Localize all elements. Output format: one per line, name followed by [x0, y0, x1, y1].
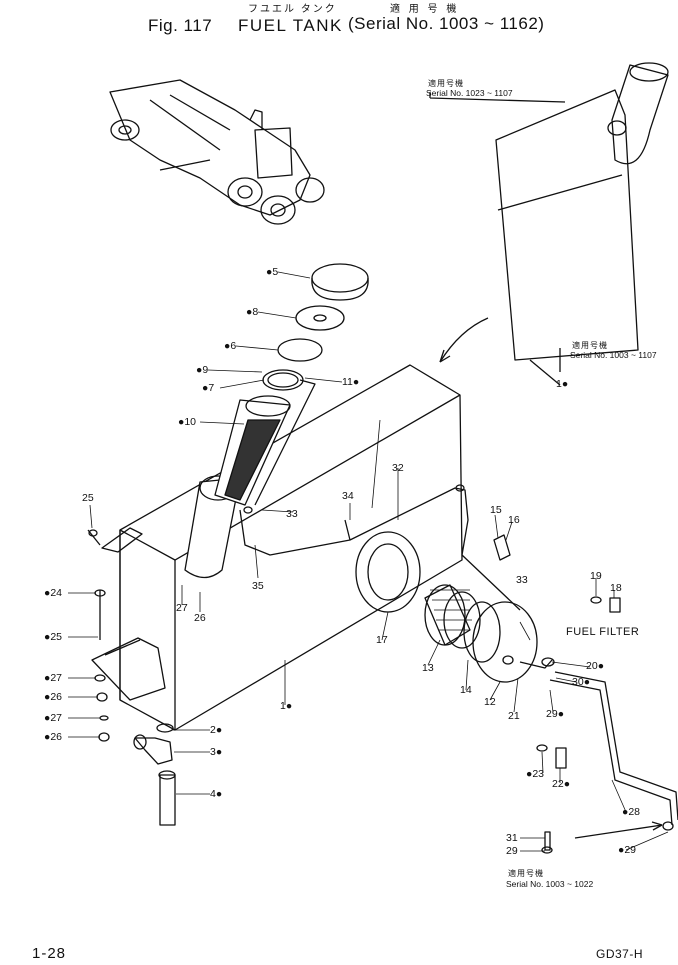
- inset-arrow: [439, 317, 489, 363]
- fuel-line-lower: [549, 671, 678, 839]
- callout-33-left: 33: [286, 508, 298, 520]
- callout-24: ●24: [44, 587, 63, 599]
- callout-9: ●9: [196, 364, 209, 376]
- callout-27-upper: 27: [176, 602, 188, 614]
- callout-4: 4●: [210, 788, 223, 800]
- callout-22: 22●: [552, 778, 571, 790]
- callout-10: ●10: [178, 416, 197, 428]
- note-jp-1: 適用号機: [428, 79, 464, 88]
- callout-26-mid: ●26: [44, 691, 63, 703]
- note-serial-1: Serial No. 1023 ~ 1107: [426, 88, 513, 98]
- callout-33-right: 33: [516, 574, 528, 586]
- callout-27-mid: ●27: [44, 672, 63, 684]
- callout-30: 30●: [572, 676, 591, 688]
- title-kana: フユエル タンク: [248, 4, 337, 15]
- note-jp-3: 適用号機: [508, 869, 544, 878]
- callout-7: ●7: [202, 382, 215, 394]
- callout-19: 19: [590, 570, 602, 582]
- filler-strainer: [214, 379, 316, 506]
- callout-29-low: 29: [506, 845, 518, 857]
- figure-number: Fig. 117: [148, 16, 213, 35]
- callout-34: 34: [342, 490, 354, 502]
- inset-tank-panel: [429, 62, 669, 386]
- callout-11: 11●: [342, 376, 360, 388]
- leader-lines: [68, 271, 669, 852]
- callout-29-end: ●29: [618, 844, 637, 856]
- callout-26-low: ●26: [44, 731, 63, 743]
- callout-23: ●23: [526, 768, 545, 780]
- callout-20: 20●: [586, 660, 605, 672]
- callout-26-upper: 26: [194, 612, 206, 624]
- callout-25-top: 25: [82, 492, 94, 504]
- filler-caps: [262, 263, 369, 391]
- note-serial-2: Serial No. 1003 ~ 1107: [570, 350, 657, 360]
- callout-25-side: ●25: [44, 631, 63, 643]
- callout-31: 31: [506, 832, 518, 844]
- note-serial-3: Serial No. 1003 ~ 1022: [506, 879, 594, 889]
- callout-13: 13: [422, 662, 434, 674]
- note-jp-2: 適用号機: [572, 341, 608, 350]
- fuel-line-upper: [239, 484, 521, 611]
- callout-12: 12: [484, 696, 496, 708]
- callout-35: 35: [252, 580, 264, 592]
- small-fittings: [493, 534, 621, 854]
- applicability-kana: 適 用 号 機: [390, 4, 460, 15]
- callout-1-inset: 1●: [556, 378, 569, 390]
- callout-15: 15: [490, 504, 502, 516]
- callout-29-mid: 29●: [546, 708, 565, 720]
- page-number: 1-28: [32, 945, 67, 962]
- callout-32: 32: [392, 462, 404, 474]
- callout-16: 16: [508, 514, 520, 526]
- callout-8: ●8: [246, 306, 259, 318]
- callout-2: 2●: [210, 724, 223, 736]
- callout-21: 21: [508, 710, 520, 722]
- callout-1-main: 1●: [280, 700, 293, 712]
- callout-14: 14: [460, 684, 472, 696]
- grader-thumbnail: [109, 79, 325, 225]
- callout-5: ●5: [266, 266, 279, 278]
- callout-3: 3●: [210, 746, 223, 758]
- callout-17: 17: [376, 634, 388, 646]
- drain-fittings: [133, 723, 176, 826]
- callout-28: ●28: [622, 806, 641, 818]
- callout-27-low: ●27: [44, 712, 63, 724]
- page-title: FUEL TANK: [238, 16, 343, 35]
- document-code: GD37-H: [596, 947, 644, 961]
- serial-range: (Serial No. 1003 ~ 1162): [348, 14, 545, 33]
- callout-6: ●6: [224, 340, 237, 352]
- fuel-filter-label: FUEL FILTER: [566, 626, 640, 638]
- callout-18: 18: [610, 582, 622, 594]
